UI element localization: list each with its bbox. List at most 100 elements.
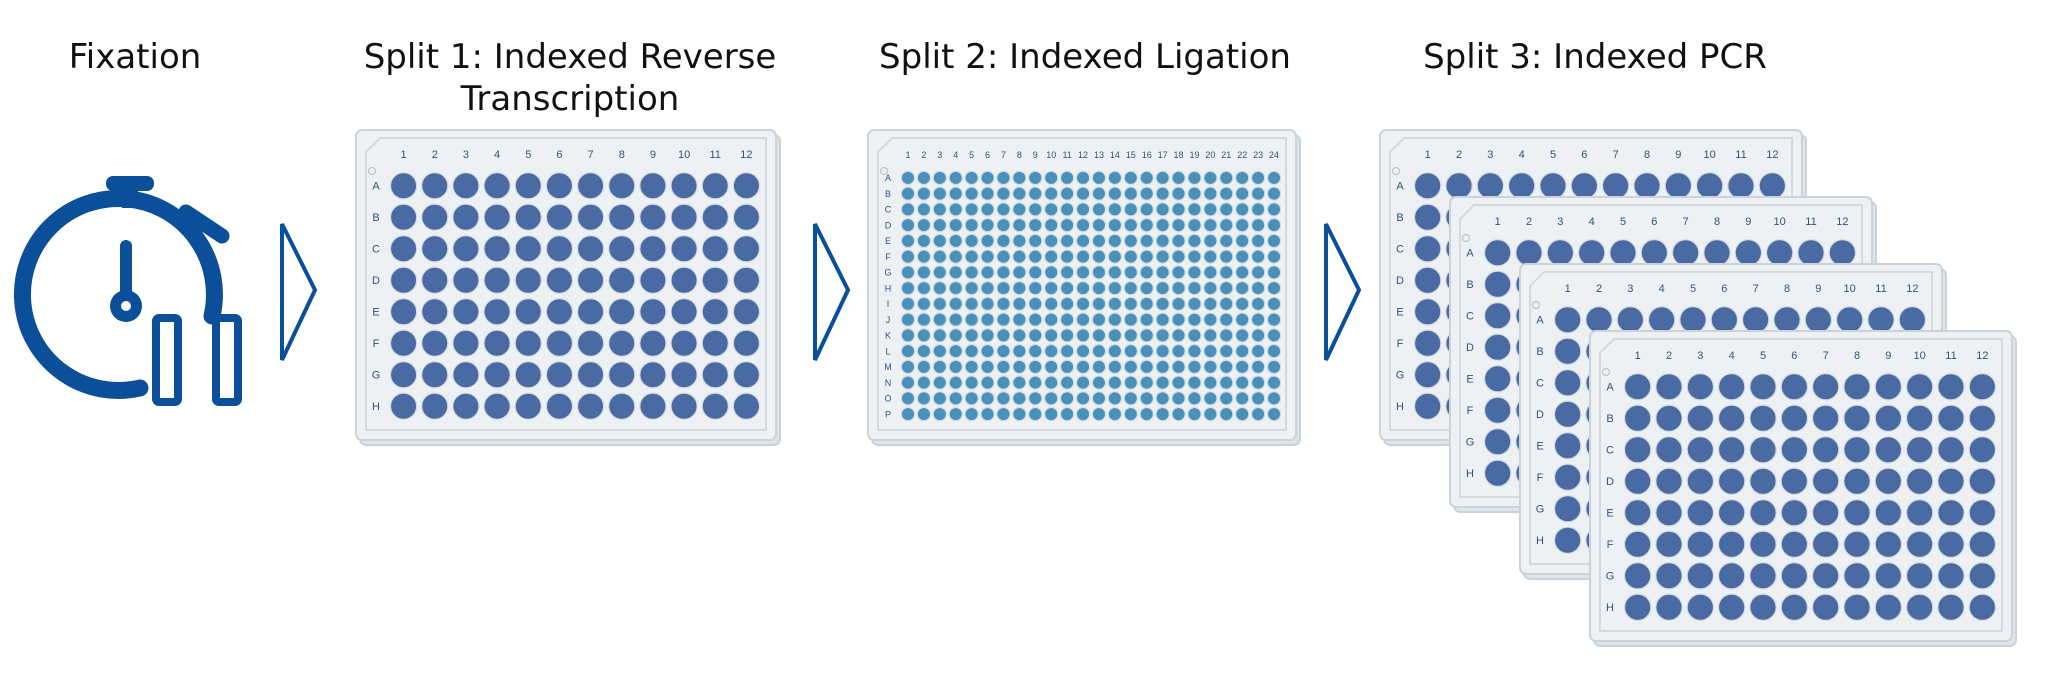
plate-well bbox=[1671, 238, 1700, 267]
split2-title: Split 2: Indexed Ligation bbox=[879, 37, 1291, 77]
plate-well bbox=[916, 328, 932, 343]
plate-well bbox=[1266, 170, 1282, 186]
plate-row-label: P bbox=[885, 409, 891, 419]
plate-well bbox=[996, 202, 1011, 217]
stopwatch-icon bbox=[13, 176, 242, 406]
plate-well bbox=[1553, 305, 1582, 334]
plate-row-label: C bbox=[1396, 244, 1404, 256]
plate-well bbox=[1703, 238, 1731, 267]
plate-row-label: H bbox=[1606, 602, 1614, 614]
plate-well bbox=[948, 328, 963, 343]
plate-row-label: H bbox=[1536, 535, 1544, 547]
plate-column-label: 10 bbox=[1046, 150, 1056, 160]
plate-well bbox=[996, 406, 1011, 422]
plate-well bbox=[452, 361, 480, 389]
plate-well bbox=[1171, 249, 1186, 264]
plate-well bbox=[732, 235, 761, 263]
plate-well bbox=[1059, 170, 1075, 186]
plate-column-label: 1 bbox=[1635, 350, 1641, 362]
plate-well bbox=[1075, 217, 1091, 233]
plate-column-label: 7 bbox=[1823, 350, 1829, 362]
plate-well bbox=[452, 266, 480, 294]
plate-column-label: 13 bbox=[1094, 150, 1104, 160]
plate-well bbox=[1937, 435, 1965, 464]
plate-well bbox=[1655, 530, 1683, 559]
plate-well bbox=[1811, 372, 1840, 401]
plate-well bbox=[1266, 328, 1282, 343]
plate-well bbox=[1616, 305, 1645, 334]
plate-well bbox=[1043, 296, 1059, 312]
plate-well bbox=[1749, 593, 1777, 622]
plate-column-label: 11 bbox=[1875, 283, 1886, 295]
plate-well bbox=[1749, 435, 1777, 464]
plate-column-label: 1 bbox=[1565, 283, 1571, 295]
plate-well bbox=[948, 233, 963, 249]
plate-well bbox=[1155, 265, 1170, 280]
plate-well bbox=[1874, 435, 1903, 464]
plate-well bbox=[639, 172, 667, 200]
plate-well bbox=[948, 280, 963, 296]
plate-well bbox=[483, 361, 511, 389]
plate-well bbox=[1968, 561, 1997, 590]
plate-well bbox=[1075, 359, 1091, 375]
plate-column-label: 11 bbox=[1735, 149, 1746, 161]
plate-well bbox=[1219, 375, 1234, 390]
plate-column-label: 6 bbox=[1651, 216, 1657, 228]
plate-well bbox=[1139, 391, 1154, 406]
plate-row-label: N bbox=[885, 378, 892, 388]
plate-well bbox=[1107, 406, 1123, 422]
plate-well bbox=[916, 233, 932, 249]
plate-well bbox=[1171, 170, 1186, 186]
plate-row-label: B bbox=[1606, 413, 1613, 425]
plate-well bbox=[900, 359, 916, 375]
plate-column-label: 21 bbox=[1221, 150, 1231, 160]
plate-column-label: 8 bbox=[1714, 216, 1720, 228]
plate-well bbox=[1075, 391, 1091, 406]
plate-well bbox=[1187, 375, 1202, 390]
plate-well bbox=[980, 343, 995, 359]
plate-well bbox=[932, 217, 948, 233]
plate-column-label: 11 bbox=[1062, 150, 1071, 160]
plate-row-label: G bbox=[1466, 437, 1475, 449]
plate-well bbox=[1155, 233, 1170, 249]
plate-well bbox=[1905, 404, 1934, 433]
plate-column-label: 2 bbox=[921, 150, 926, 160]
plate-well bbox=[1811, 404, 1840, 433]
plate-well bbox=[996, 233, 1011, 249]
plate-well bbox=[1710, 305, 1739, 334]
plate-well bbox=[1028, 249, 1043, 264]
plate-row-label: E bbox=[885, 236, 891, 246]
plate-row-label: H bbox=[372, 401, 380, 413]
plate-notch bbox=[1391, 166, 1401, 176]
plate-well bbox=[1780, 530, 1809, 559]
plate-well bbox=[1553, 368, 1582, 397]
plate-well bbox=[1123, 375, 1139, 390]
plate-well bbox=[1155, 343, 1170, 359]
plate-well bbox=[421, 361, 449, 389]
plate-well bbox=[1012, 186, 1027, 201]
plate-column-label: 12 bbox=[1078, 150, 1088, 160]
plate-well bbox=[1203, 343, 1218, 359]
plate-well bbox=[980, 249, 995, 264]
plate-row-label: D bbox=[1396, 275, 1404, 287]
plate-row-label: A bbox=[372, 181, 380, 193]
plate-well bbox=[1843, 404, 1871, 433]
plate-column-label: 9 bbox=[1675, 149, 1681, 161]
plate-well bbox=[1171, 280, 1186, 296]
plate-well bbox=[1219, 265, 1234, 280]
plate-column-label: 6 bbox=[985, 150, 990, 160]
plate-well bbox=[1203, 391, 1218, 406]
plate-well bbox=[1905, 530, 1934, 559]
plate-well bbox=[483, 203, 511, 231]
plate-column-label: 2 bbox=[1666, 350, 1672, 362]
plate-well bbox=[514, 392, 542, 420]
plate-well bbox=[948, 406, 963, 422]
plate-well bbox=[1139, 375, 1154, 390]
plate-well bbox=[900, 170, 916, 186]
plate-well bbox=[1266, 375, 1282, 390]
plate-well bbox=[670, 203, 698, 231]
plate-well bbox=[980, 217, 995, 233]
plate-well bbox=[1123, 249, 1139, 264]
plate-column-label: 12 bbox=[1766, 149, 1778, 161]
plate-well bbox=[1219, 406, 1234, 422]
